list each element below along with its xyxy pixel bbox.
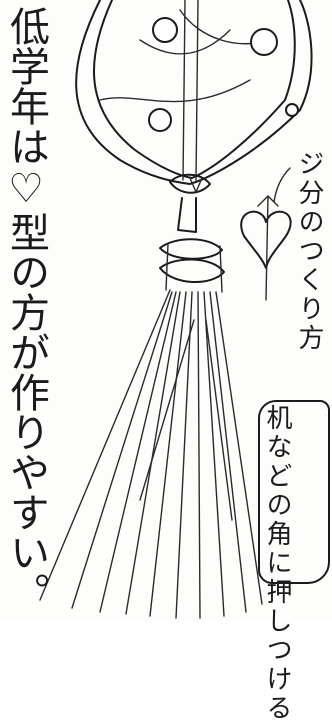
- note-left-lower-grades: 低学年は♡型の方が作りやすい。: [3, 6, 49, 612]
- note-right-press-corner: 机などの角に押しつける: [262, 404, 292, 723]
- strand-4: [125, 291, 181, 615]
- strand-11: [139, 319, 195, 501]
- neck-top: [177, 197, 197, 233]
- strand-6: [175, 291, 193, 619]
- outer-loop: [75, 0, 313, 185]
- inner-loop: [92, 0, 296, 179]
- heart-arrow-head: [257, 195, 279, 207]
- bead-top: [152, 17, 178, 43]
- strand-5: [149, 291, 187, 617]
- note-right-how-to-make: ジ分のつくり方: [294, 150, 324, 353]
- strand-10: [215, 291, 263, 605]
- neck-side-left: [165, 243, 169, 291]
- bead-small: [285, 103, 299, 117]
- heart-sketch: [240, 210, 292, 269]
- cross-cord-3: [139, 29, 231, 55]
- neck-wrap-1: [159, 238, 223, 260]
- heart-arrow-shaft: [265, 195, 269, 301]
- knot-arrow: [189, 177, 203, 193]
- tassel-drawing: [39, 0, 313, 619]
- center-cord-right: [195, 0, 199, 181]
- heart-arrow-curl: [273, 167, 291, 203]
- neck-side-right: [219, 245, 223, 293]
- neck-wrap-2: [159, 258, 225, 284]
- strand-7: [197, 291, 201, 619]
- bead-mid: [148, 108, 172, 132]
- strand-9: [209, 291, 247, 613]
- strand-3: [99, 291, 177, 613]
- strand-8: [203, 291, 225, 617]
- strand-12: [205, 319, 233, 521]
- cross-cord-1: [99, 79, 251, 103]
- loop-knot: [169, 173, 211, 194]
- strand-2: [71, 291, 173, 609]
- strand-1: [39, 289, 171, 601]
- center-cord-left: [182, 0, 186, 181]
- paper-sheet: 低学年は♡型の方が作りやすい。 ジ分のつくり方 机などの角に押しつける: [3, 0, 330, 723]
- bead-right: [250, 28, 278, 56]
